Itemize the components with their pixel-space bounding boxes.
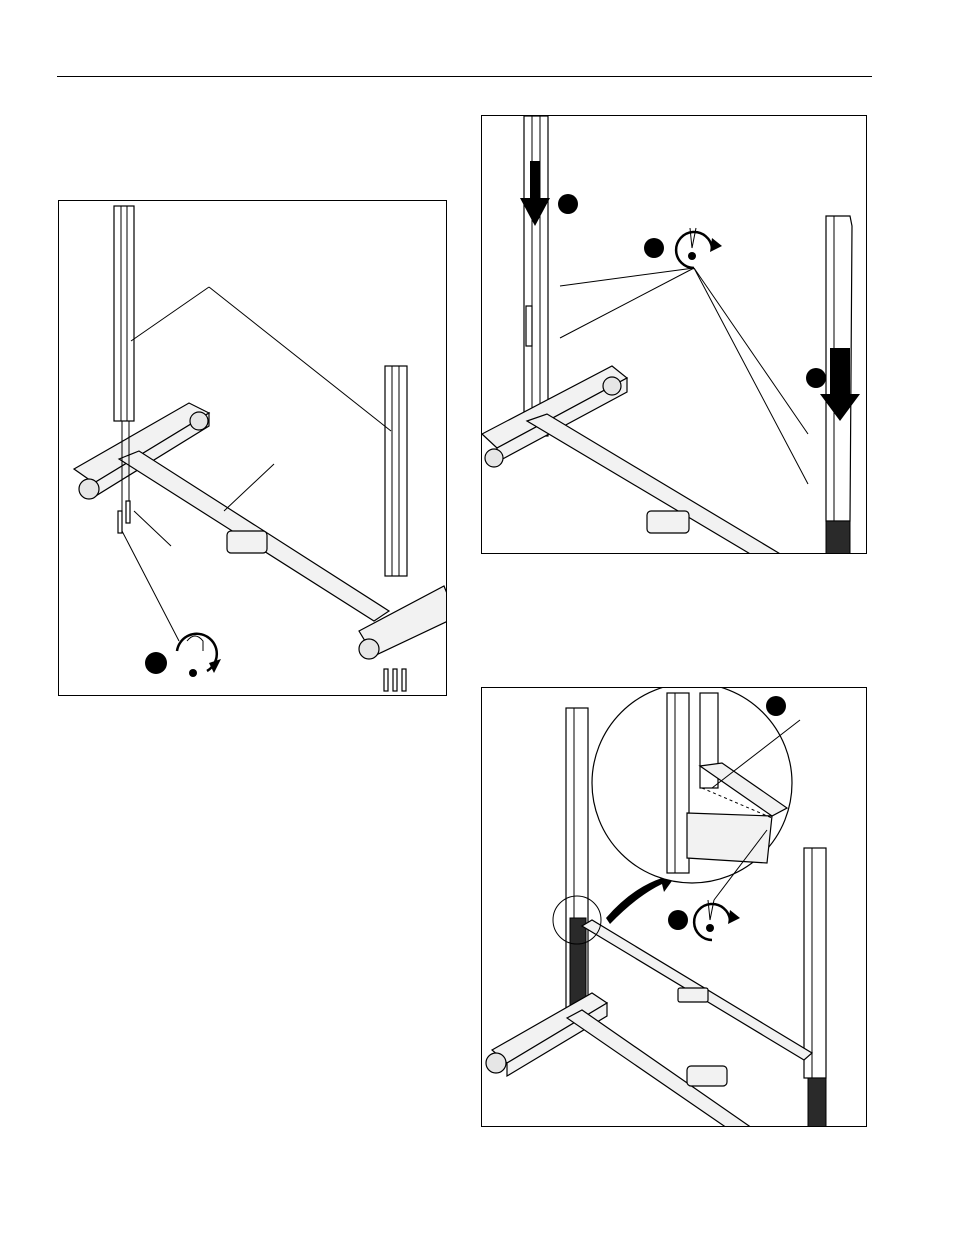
figure-post-covers xyxy=(481,115,867,554)
left-post xyxy=(566,708,588,1018)
step-bullet-b xyxy=(644,238,664,258)
step-bullet xyxy=(145,652,167,674)
base-assembly-illustration xyxy=(59,201,447,696)
header-rule xyxy=(57,76,872,77)
step-bullet-a xyxy=(766,696,786,716)
screwdriver-rotate-icon xyxy=(694,900,740,940)
center-hook xyxy=(678,988,708,1002)
figure-frame-detail xyxy=(481,687,867,1127)
post-leader-lines xyxy=(131,287,391,431)
center-bracket xyxy=(647,511,689,533)
step-bullet-b xyxy=(668,910,688,930)
step-bullet-a xyxy=(558,194,578,214)
screwdriver-rotate-icon xyxy=(676,228,722,268)
magnified-detail xyxy=(592,688,792,883)
right-bolts xyxy=(384,669,406,691)
left-post xyxy=(114,206,134,421)
right-post xyxy=(804,848,826,1127)
figure-base-assembly xyxy=(58,200,447,696)
wrench-rotate-icon xyxy=(177,634,221,677)
right-post xyxy=(385,366,407,576)
center-bracket xyxy=(227,531,267,553)
base-legs xyxy=(486,993,752,1127)
frame-detail-illustration xyxy=(482,688,867,1127)
washer-leader-line xyxy=(134,511,171,546)
post-covers-illustration xyxy=(482,116,867,554)
step-bullet-c xyxy=(806,368,826,388)
bolt-leader-line xyxy=(122,531,179,641)
